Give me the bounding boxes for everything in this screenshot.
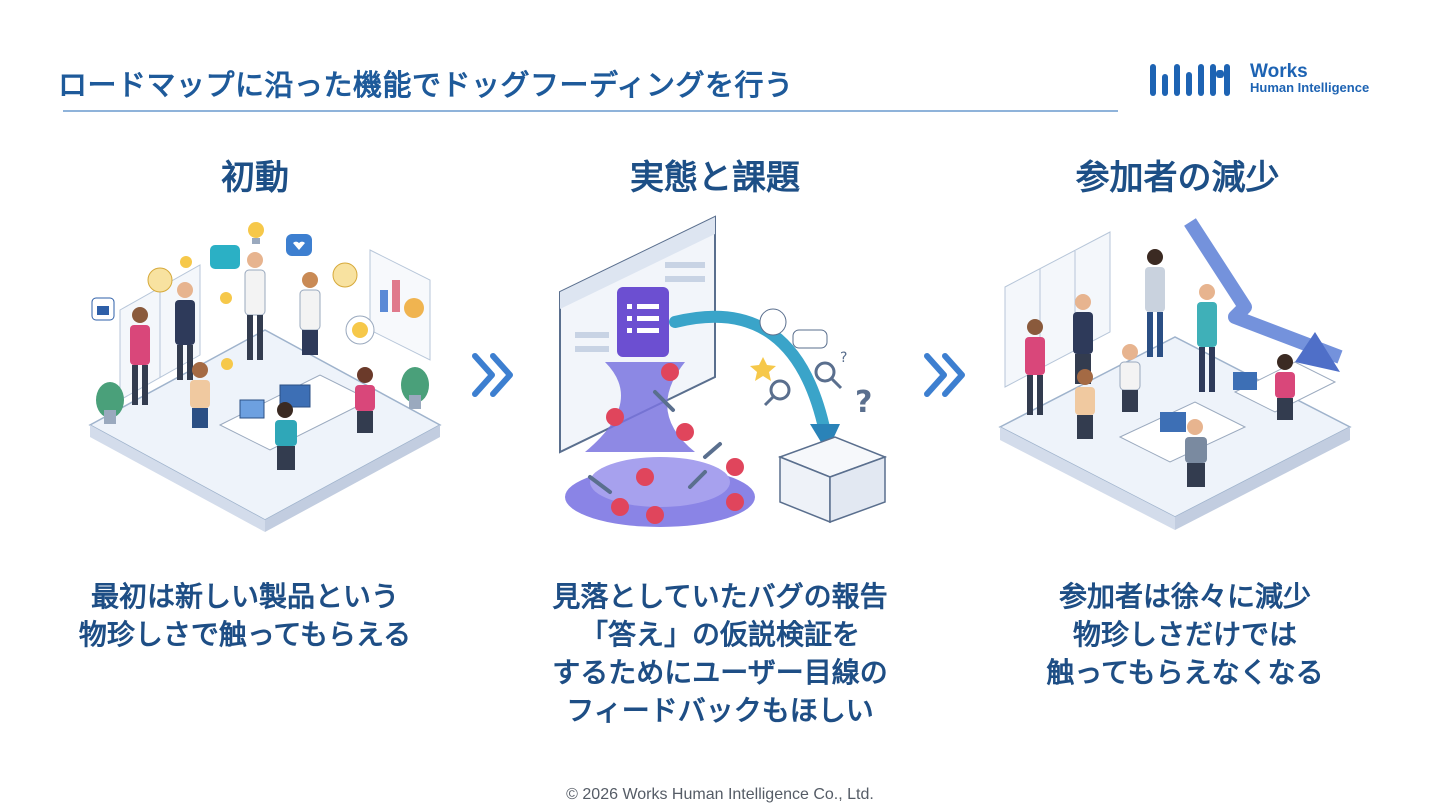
error-x-icon	[606, 363, 744, 524]
logo-text-works: Works	[1250, 61, 1308, 82]
heading-reality-issues: 実態と課題	[630, 158, 800, 198]
company-logo: Works Human Intelligence	[1148, 60, 1388, 100]
illustration-feedback-funnel: ? ?	[559, 215, 888, 527]
magnifier-icon	[763, 379, 791, 407]
caption-reality-issues: 見落としていたバグの報告 「答え」の仮説検証を するためにユーザー目線の フィー…	[510, 578, 930, 730]
chevron-double-right-icon	[472, 353, 513, 397]
caption-line: 物珍しさだけでは	[1072, 618, 1297, 651]
lightbulb-icon	[180, 222, 264, 370]
question-mark-icon: ?	[855, 385, 872, 420]
caption-line: 見落としていたバグの報告	[552, 580, 888, 613]
form-document-icon	[617, 287, 669, 357]
illustration-declining-team	[998, 218, 1352, 530]
thumbs-up-icon	[91, 297, 115, 321]
caption-line: 参加者は徐々に減少	[1058, 580, 1311, 613]
caption-line: するためにユーザー目線の	[552, 656, 888, 689]
caption-initial: 最初は新しい製品という 物珍しさで触ってもらえる	[45, 578, 445, 654]
question-mark-icon: ?	[840, 350, 847, 366]
wrench-icon	[588, 390, 722, 494]
caption-line: 触ってもらえなくなる	[1046, 656, 1324, 689]
chevron-double-right-icon	[924, 353, 965, 397]
title-underline	[63, 110, 1118, 112]
copyright-footer: © 2026 Works Human Intelligence Co., Ltd…	[566, 786, 874, 803]
slide-title: ロードマップに沿った機能でドッグフーディングを行う	[58, 68, 794, 102]
caption-line: フィードバックもほしい	[566, 694, 874, 727]
caption-participant-decline: 参加者は徐々に減少 物珍しさだけでは 触ってもらえなくなる	[1000, 578, 1370, 692]
heading-participant-decline: 参加者の減少	[1075, 158, 1280, 198]
trend-down-arrow-icon	[1184, 218, 1343, 372]
caption-line: 最初は新しい製品という	[90, 580, 399, 613]
heart-bubble-icon	[286, 234, 312, 256]
caption-line: 物珍しさで触ってもらえる	[78, 618, 412, 651]
logo-bars-icon	[1150, 64, 1230, 96]
illustration-office-team	[88, 222, 442, 532]
caption-line: 「答え」の仮説検証を	[579, 618, 860, 651]
magnifier-icon	[814, 361, 843, 390]
heading-initial: 初動	[221, 158, 289, 198]
logo-text-hi: Human Intelligence	[1250, 80, 1370, 95]
